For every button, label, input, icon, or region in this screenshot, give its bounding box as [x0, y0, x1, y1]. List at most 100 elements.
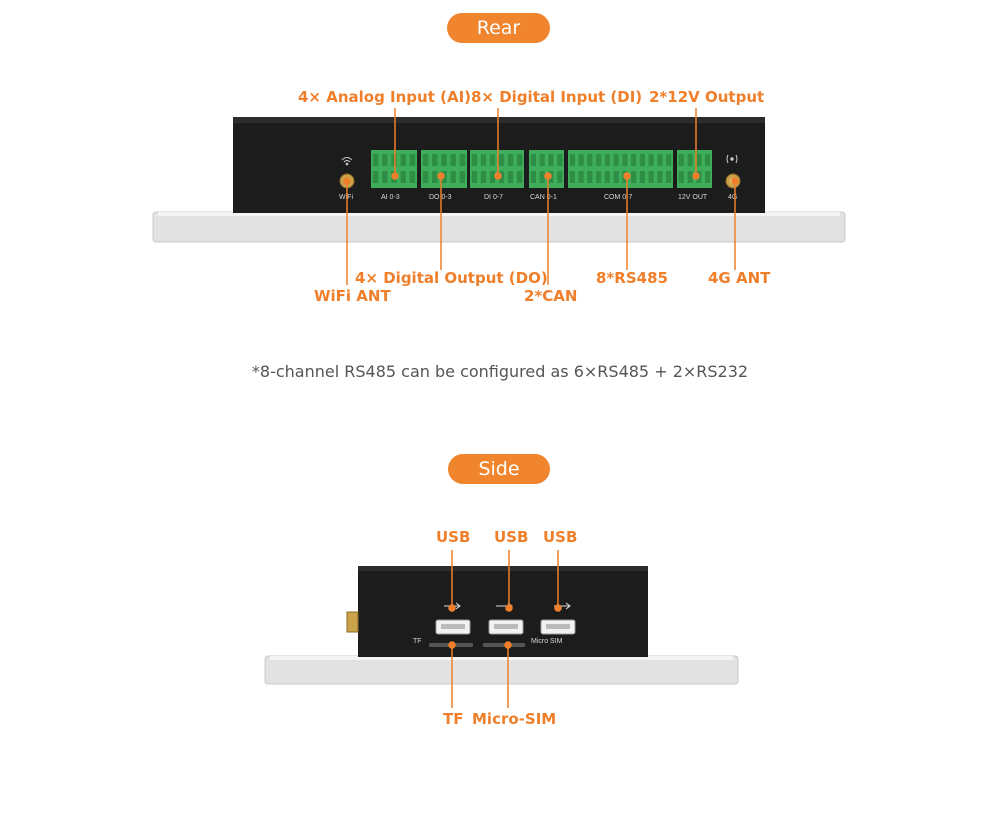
terminal-pin [459, 171, 466, 183]
side-antenna-connector [346, 611, 359, 633]
terminal-pin [604, 154, 610, 166]
rear-leader-lines [343, 108, 739, 285]
rs485-configuration-note: *8-channel RS485 can be configured as 6×… [251, 362, 749, 381]
terminal-pin [372, 171, 379, 183]
callout-digital-input: 8× Digital Input (DI) [471, 88, 643, 106]
terminal-pin [631, 171, 637, 183]
terminal-pin [557, 171, 563, 183]
terminal-pin [480, 154, 487, 166]
callout-usb-1: USB [436, 528, 471, 546]
terminal-pin [372, 154, 379, 166]
terminal-pin [557, 154, 563, 166]
terminal-pin [422, 154, 429, 166]
callout-usb-3: USB [543, 528, 578, 546]
callout-rs485: 8*RS485 [596, 269, 668, 287]
terminal-pin [471, 171, 478, 183]
terminal-pin [569, 154, 575, 166]
callout-analog-input: 4× Analog Input (AI) [298, 88, 472, 106]
side-leader-lines [448, 550, 562, 708]
terminal-pin [432, 154, 438, 166]
terminal-pin [631, 154, 637, 166]
terminal-pin [666, 154, 672, 166]
terminal-pin [471, 154, 478, 166]
micro-sim-slot [483, 643, 525, 647]
terminal-pin [613, 171, 619, 183]
panel-label-ai: AI 0-3 [381, 194, 400, 201]
terminal-pin [678, 171, 684, 183]
callout-usb-2: USB [494, 528, 529, 546]
rear-device: WiFi AI 0-3 DO 0-3 DI 0-7 CAN 0-1 COM 0-… [152, 117, 846, 243]
terminal-pin [489, 154, 496, 166]
panel-label-wifi: WiFi [339, 194, 353, 201]
terminal-pin [578, 171, 584, 183]
terminal-pin [596, 171, 602, 183]
terminal-pin [382, 154, 388, 166]
terminal-block-di [470, 150, 524, 188]
terminal-pin [569, 171, 575, 183]
terminal-pin [539, 171, 545, 183]
terminal-pin [622, 154, 628, 166]
terminal-pin [480, 171, 487, 183]
panel-label-4g: 4G [728, 194, 737, 201]
terminal-pin [687, 154, 693, 166]
callout-digital-output: 4× Digital Output (DO) [355, 269, 548, 287]
side-device: TF Micro SIM [264, 566, 739, 685]
terminal-pin [530, 171, 536, 183]
panel-label-microsim: Micro SIM [531, 638, 563, 645]
callout-micro-sim: Micro-SIM [472, 710, 557, 728]
terminal-pin [666, 171, 672, 183]
terminal-pin [639, 171, 645, 183]
terminal-pin [450, 154, 456, 166]
panel-label-can: CAN 0-1 [530, 194, 557, 201]
usb-port-1 [435, 619, 471, 635]
terminal-pin [587, 171, 593, 183]
usb-port-2 [488, 619, 524, 635]
terminal-pin [687, 171, 693, 183]
terminal-pin [696, 154, 702, 166]
terminal-pin [678, 154, 684, 166]
terminal-pin [422, 171, 429, 183]
terminal-pin [648, 171, 654, 183]
terminal-pin [391, 154, 397, 166]
terminal-pin [409, 154, 416, 166]
usb-port-3 [540, 619, 576, 635]
terminal-pin [516, 154, 523, 166]
callout-tf: TF [443, 710, 464, 728]
terminal-pin [432, 171, 438, 183]
terminal-pin [613, 154, 619, 166]
terminal-pin [596, 154, 602, 166]
terminal-pin [409, 171, 416, 183]
terminal-pin [459, 154, 466, 166]
callout-wifi-antenna: WiFi ANT [314, 287, 391, 305]
terminal-pin [530, 154, 536, 166]
callout-can: 2*CAN [524, 287, 578, 305]
panel-label-tf: TF [413, 638, 422, 645]
panel-label-com: COM 0-7 [604, 194, 633, 201]
terminal-pin [498, 154, 505, 166]
terminal-pin [639, 154, 645, 166]
callout-12v-output: 2*12V Output [649, 88, 765, 106]
panel-label-12v: 12V OUT [678, 194, 708, 201]
terminal-pin [657, 171, 663, 183]
terminal-pin [441, 154, 447, 166]
terminal-pin [516, 171, 523, 183]
terminal-pin [648, 154, 654, 166]
rear-section-title: Rear [447, 13, 550, 43]
terminal-pin [507, 154, 514, 166]
terminal-pin [400, 171, 406, 183]
terminal-pin [382, 171, 388, 183]
panel-label-di: DI 0-7 [484, 194, 503, 201]
terminal-pin [450, 171, 456, 183]
terminal-pin [400, 154, 406, 166]
side-section-title: Side [448, 454, 550, 484]
terminal-pin [705, 154, 711, 166]
terminal-pin [604, 171, 610, 183]
terminal-block-com [568, 150, 673, 188]
terminal-pin [657, 154, 663, 166]
4g-signal-icon [726, 154, 738, 164]
terminal-pin [539, 154, 545, 166]
terminal-pin [705, 171, 711, 183]
terminal-pin [489, 171, 496, 183]
callout-4g-antenna: 4G ANT [708, 269, 771, 287]
